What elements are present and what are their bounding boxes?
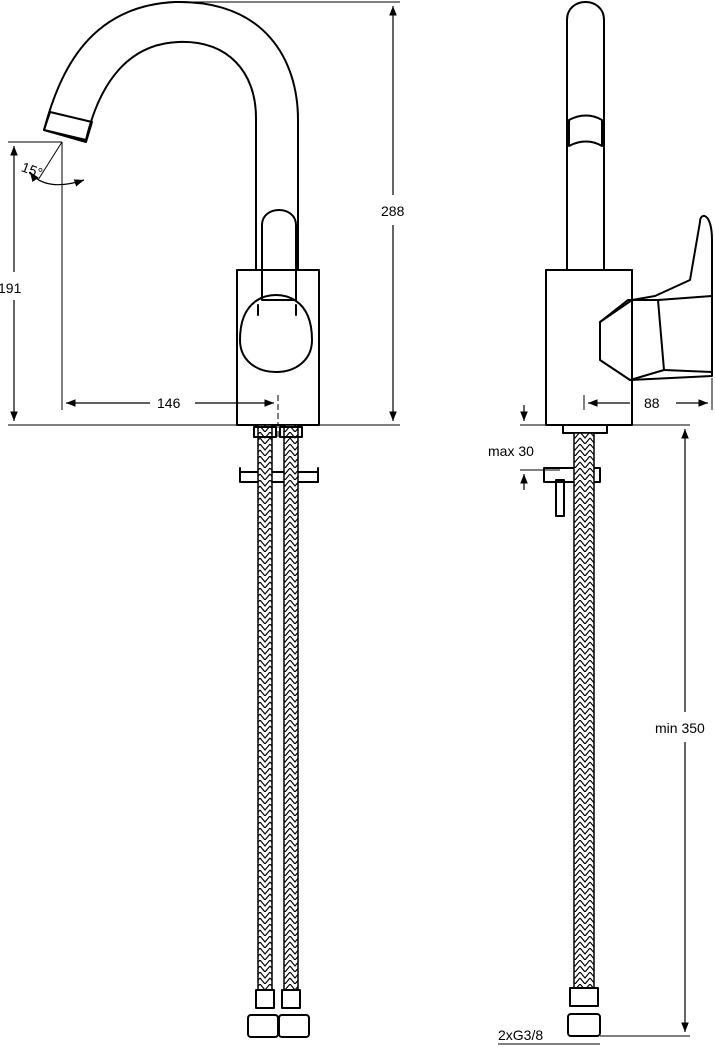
nut-left (247, 1014, 279, 1038)
spout-outline (43, 0, 299, 271)
dim-handle-reach: 88 (644, 395, 660, 411)
side-lever (599, 214, 713, 381)
nut-right (278, 1014, 310, 1038)
dim-height-total: 288 (381, 203, 405, 219)
hose-left (257, 424, 273, 991)
side-aerator (568, 114, 603, 147)
side-body (545, 269, 633, 426)
dim-hose-length: min 350 (655, 720, 705, 736)
handle-cartridge (239, 294, 313, 373)
side-view: 88 max 30 min 350 2xG3/8 (488, 1, 713, 1045)
handle-lever (261, 209, 297, 301)
dim-spout-reach: 146 (157, 395, 181, 411)
aerator (43, 111, 93, 143)
hose-right (283, 424, 299, 991)
front-view: 288 191 146 15° (0, 0, 405, 1038)
dim-connection: 2xG3/8 (498, 1027, 543, 1043)
faucet-body (236, 269, 320, 426)
side-spout (566, 1, 605, 271)
fixing-plate (239, 467, 319, 483)
side-fixing-nut (562, 424, 608, 434)
side-nut (567, 1013, 601, 1037)
dim-spout-height: 191 (0, 280, 22, 296)
side-hose (573, 432, 595, 989)
dim-deck-thickness: max 30 (488, 443, 534, 459)
dim-swivel-angle: 15° (19, 159, 44, 181)
